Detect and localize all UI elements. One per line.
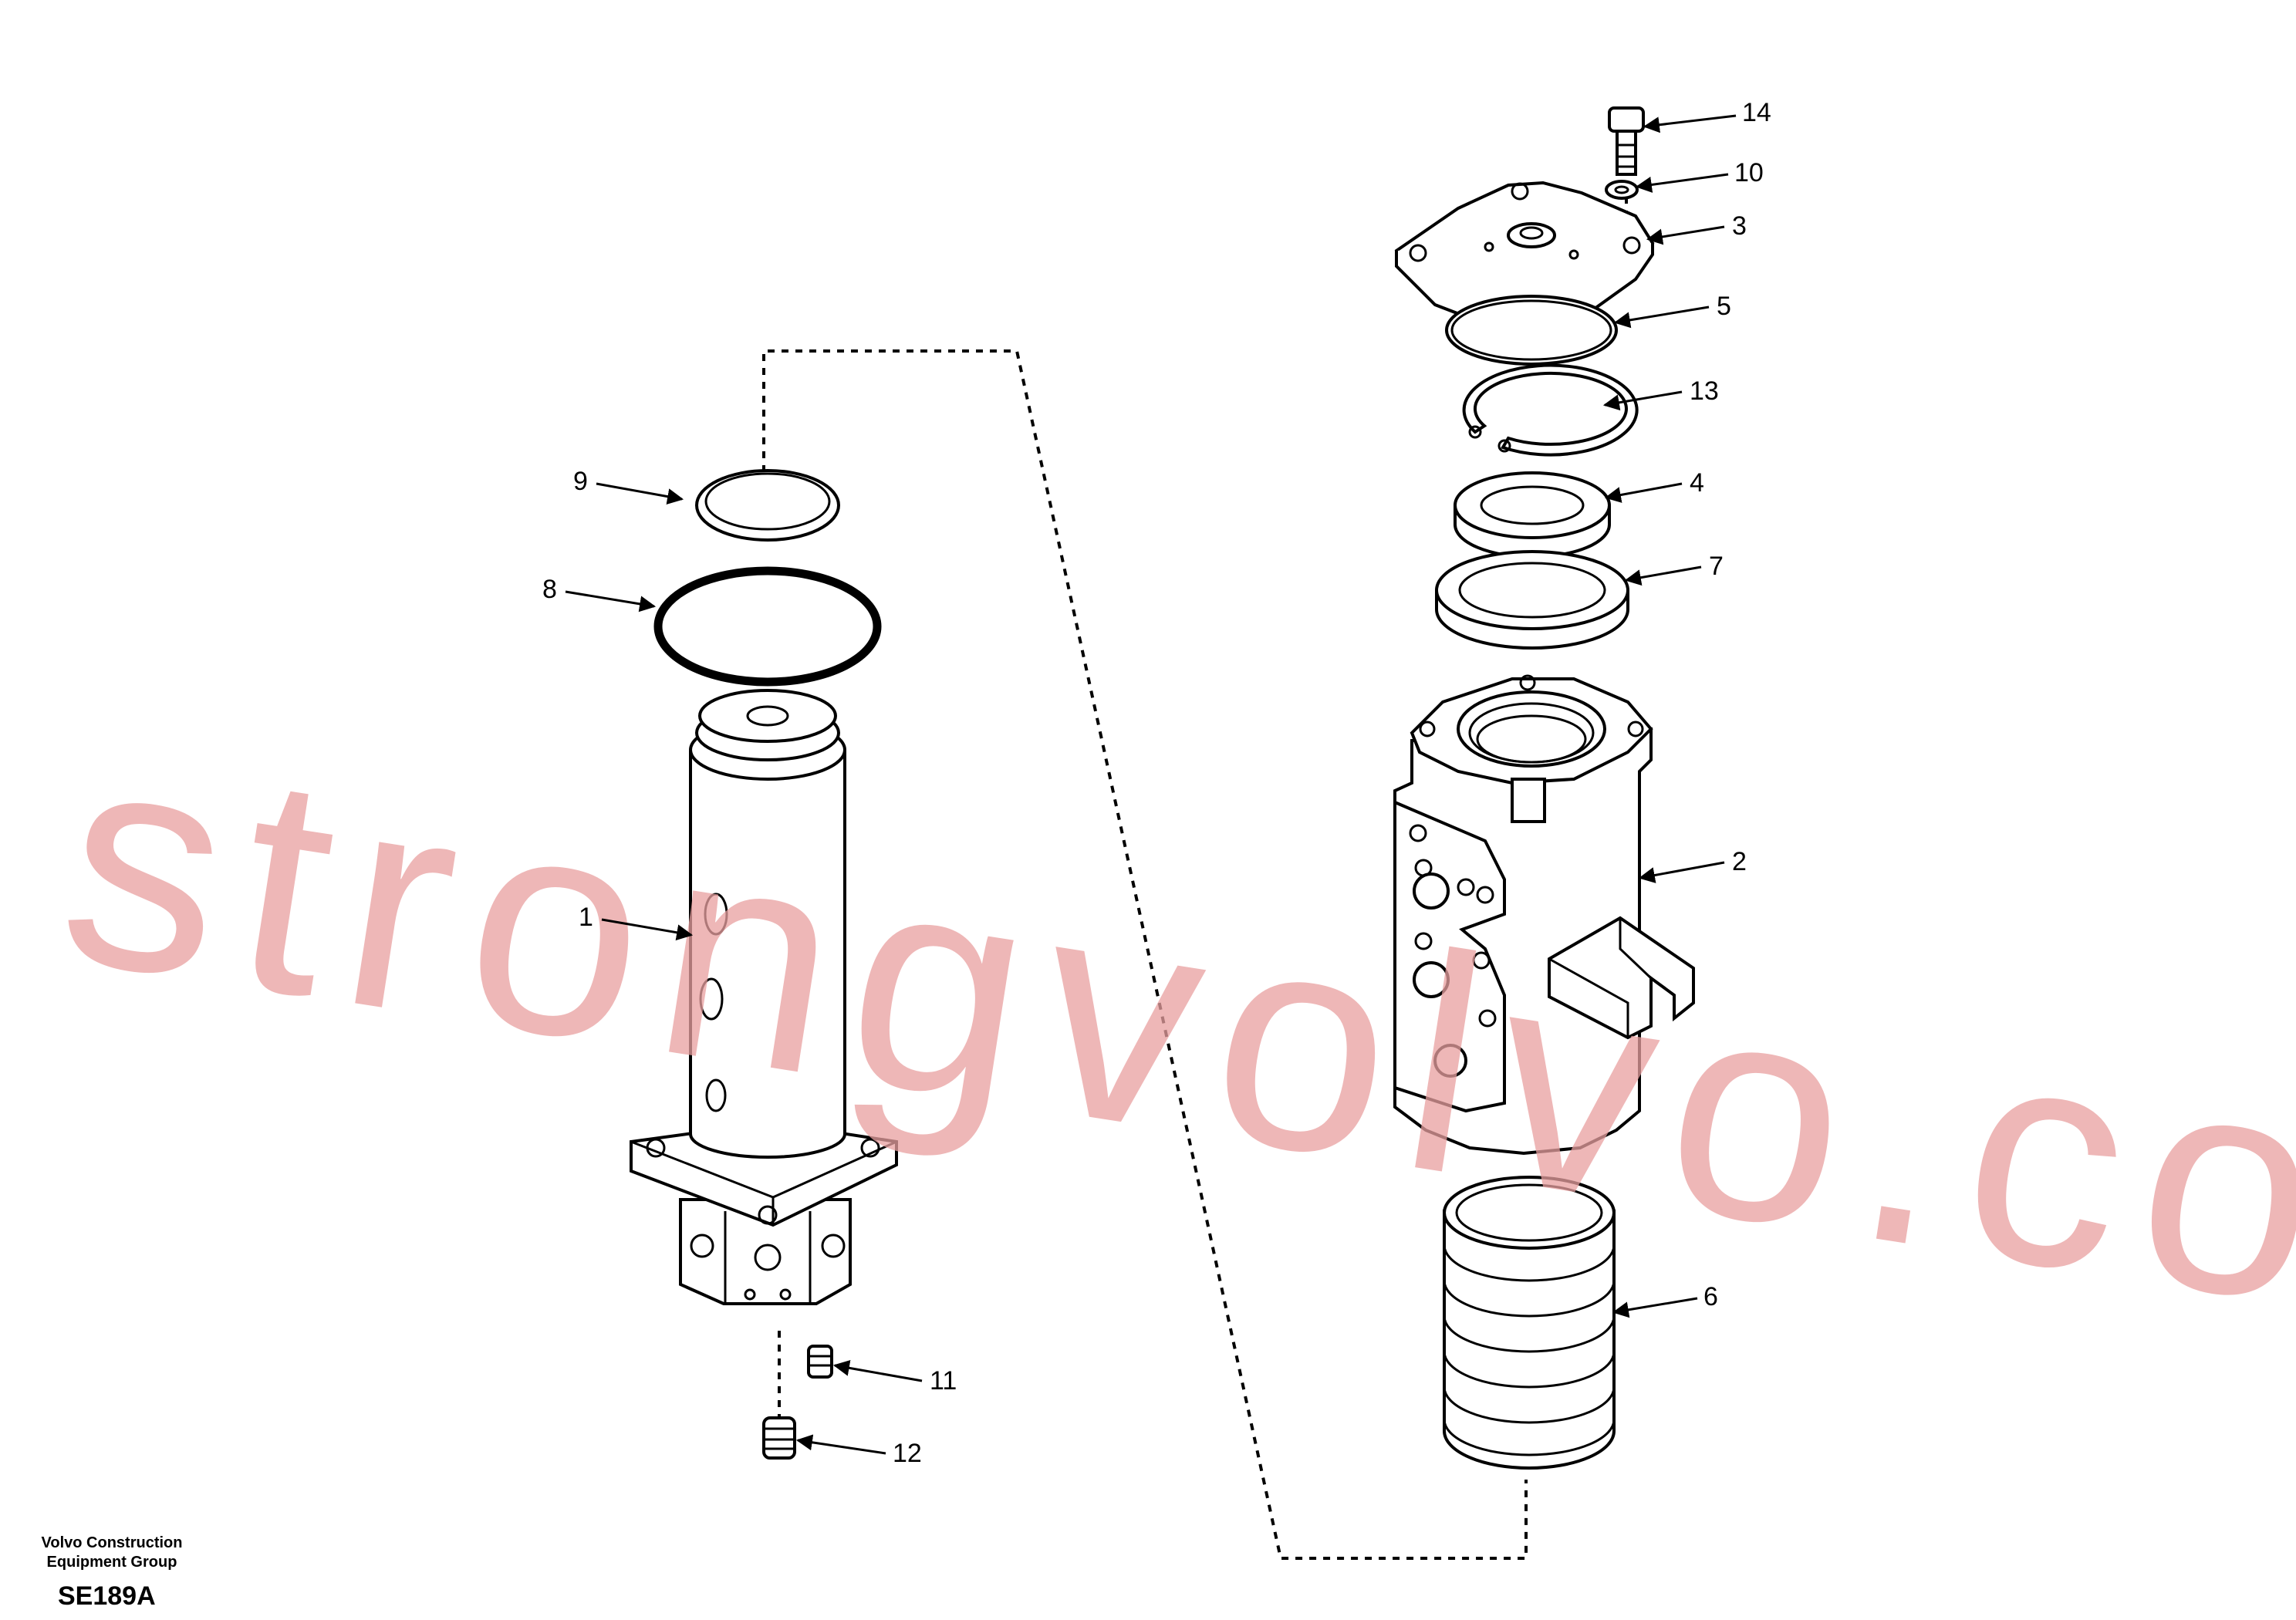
callout-7: 7	[1709, 552, 1724, 581]
callout-2: 2	[1732, 847, 1747, 876]
leader-7	[1624, 565, 1702, 586]
callout-9: 9	[573, 467, 588, 496]
footer: Volvo Construction Equipment Group SE189…	[42, 1534, 183, 1611]
part-9-ring[interactable]	[695, 469, 840, 542]
callout-14: 14	[1742, 98, 1771, 127]
footer-company-line1: Volvo Construction	[42, 1534, 183, 1551]
callout-8: 8	[542, 575, 557, 604]
callout-1: 1	[579, 903, 593, 932]
leader-8	[565, 590, 657, 613]
leader-4	[1604, 482, 1683, 503]
part-7-ring[interactable]	[1435, 550, 1629, 650]
part-12-plug[interactable]	[762, 1416, 796, 1460]
part-13-snap-ring[interactable]	[1462, 363, 1639, 457]
footer-company-line2: Equipment Group	[47, 1554, 177, 1571]
leader-2	[1638, 861, 1725, 883]
part-1-center-shaft[interactable]	[630, 689, 898, 1305]
leader-11	[832, 1359, 923, 1382]
leader-9	[596, 482, 684, 505]
callout-12: 12	[893, 1439, 922, 1468]
part-14-bolt[interactable]	[1608, 106, 1645, 176]
callout-3: 3	[1732, 211, 1747, 241]
part-8-o-ring[interactable]	[653, 566, 882, 687]
callout-6: 6	[1703, 1282, 1718, 1311]
part-2-housing[interactable]	[1393, 674, 1695, 1156]
callout-13: 13	[1690, 376, 1719, 406]
callout-10: 10	[1734, 158, 1764, 187]
leader-lines	[565, 114, 1737, 1455]
leader-3	[1646, 225, 1725, 245]
part-11-plug[interactable]	[807, 1345, 833, 1379]
part-10-washer[interactable]	[1605, 180, 1639, 200]
part-5-o-ring[interactable]	[1445, 295, 1618, 366]
part-6-seal-stack[interactable]	[1443, 1176, 1616, 1470]
watermark-text: strongvolvo.com	[44, 680, 2296, 1416]
leader-14	[1643, 114, 1737, 133]
leader-6	[1612, 1297, 1698, 1318]
leader-5	[1613, 305, 1710, 329]
leader-1	[601, 918, 694, 941]
part-4-ring[interactable]	[1454, 471, 1611, 559]
callout-5: 5	[1717, 292, 1731, 321]
callout-4: 4	[1690, 468, 1704, 498]
callout-labels: 14 10 3 5 13 4 7 9 8 1 2 6 11 12	[542, 98, 1771, 1468]
leader-13	[1602, 390, 1683, 411]
callout-11: 11	[930, 1366, 957, 1396]
leader-12	[795, 1434, 886, 1455]
leader-10	[1635, 173, 1729, 193]
assembly-dashed-line	[762, 349, 1528, 1560]
drawing-code: SE189A	[58, 1581, 156, 1611]
